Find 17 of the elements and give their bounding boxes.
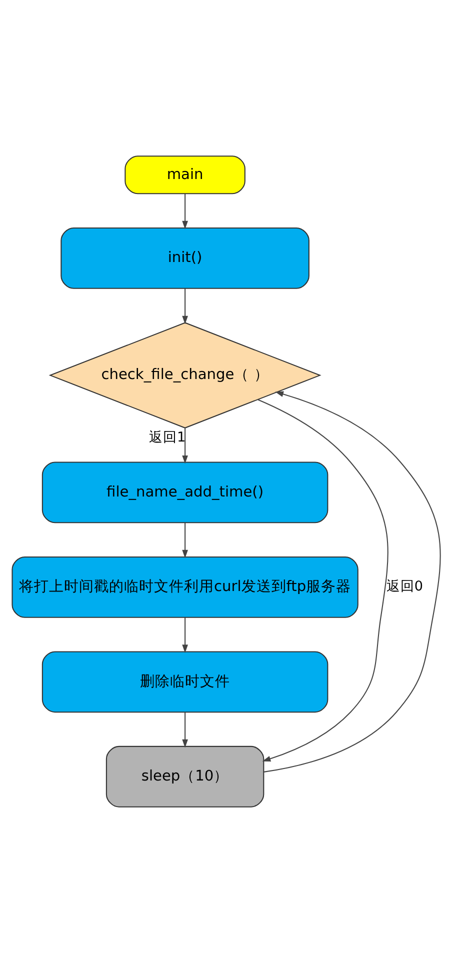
arrow xyxy=(182,288,188,324)
arrow xyxy=(182,522,188,558)
edge-label: 返回0 xyxy=(386,578,424,595)
edge-label: 返回1 xyxy=(149,429,186,446)
node-box: main xyxy=(124,156,246,194)
node-box: file_name_add_time() xyxy=(42,462,328,524)
node-box: 删除临时文件 xyxy=(42,651,328,713)
arrow xyxy=(182,712,188,748)
node-box: 将打上时间戳的临时文件利用curl发送到ftp服务器 xyxy=(12,556,358,618)
node-box: init() xyxy=(60,227,310,289)
arrow xyxy=(182,618,188,653)
arrow xyxy=(182,194,188,230)
arrow xyxy=(182,428,188,464)
arrow xyxy=(258,399,388,762)
node-box: sleep（10） xyxy=(106,746,264,808)
arrow xyxy=(264,391,441,772)
node-diamond: check_file_change（ ） xyxy=(48,322,322,428)
